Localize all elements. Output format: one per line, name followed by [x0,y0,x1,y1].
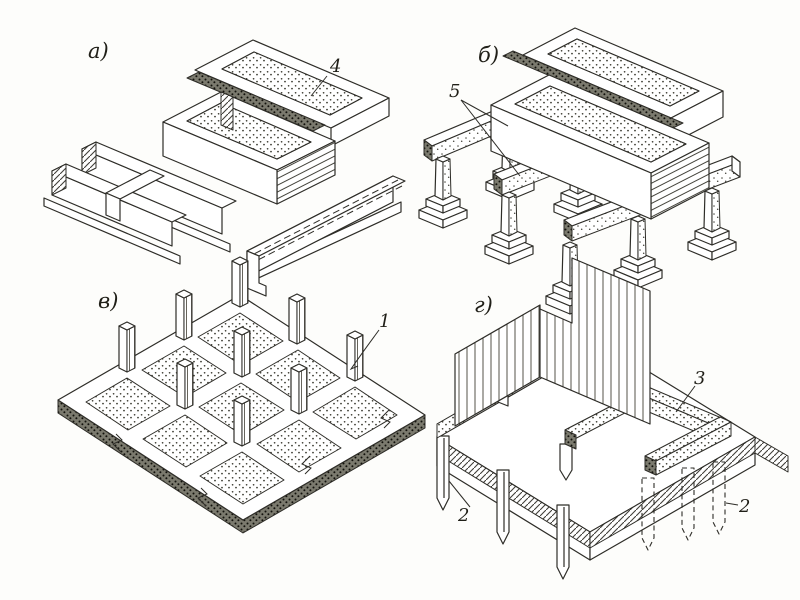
panel-v-label: в) [98,289,118,313]
pile [436,435,450,511]
callout-2-left-leader [448,480,471,508]
callout-4: 4 [329,56,341,77]
panel-a-strip-foundation: а) 4 [43,39,406,297]
ground-section [436,436,789,561]
callout-4-leader [310,75,328,97]
callout-5-leader [460,99,521,177]
columnar-foundation-walls [490,27,724,220]
callout-2-left: 2 [457,505,469,526]
panel-b-columnar-foundation: б) 5 [418,27,741,315]
panel-b-label: б) [478,43,499,67]
callout-1-leader [349,329,380,371]
callout-5-leader [460,99,509,127]
strip-foundation-front-walls [162,91,336,205]
strip-foundation-back-walls [186,39,390,147]
callout-1: 1 [379,311,390,332]
panel-v-slab-foundation: в) 1 [57,256,426,534]
pedestal [418,155,468,229]
break-marks [112,409,391,507]
pile [496,469,510,545]
callout-2-right: 2 [738,496,750,517]
panel-g-pile-foundation: г) 3 2 2 [436,257,789,580]
callout-3: 3 [694,368,705,389]
panel-g-label: г) [474,293,493,317]
callout-5: 5 [449,81,460,102]
pedestal [484,191,534,265]
wall-panels [454,257,651,427]
callout-3-leader [675,385,696,413]
strip-foundation-cut-walls [43,141,237,265]
pile [556,504,570,580]
foundation-beam [423,107,509,162]
pedestal [687,187,737,261]
panel-a-label: а) [88,39,109,63]
strip-footing-element [238,175,406,297]
callout-2-right-leader [725,502,739,506]
pedestal [613,215,663,289]
